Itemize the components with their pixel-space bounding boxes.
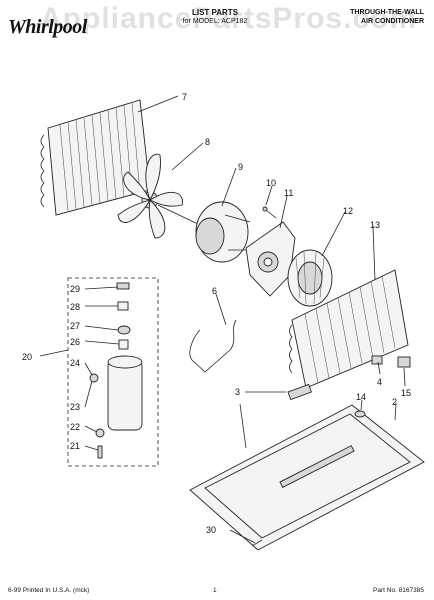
wire-bracket	[189, 319, 237, 373]
motor-bracket	[245, 221, 296, 297]
fan-blade	[117, 153, 183, 239]
callout-13: 13	[370, 220, 380, 230]
title-block: LIST PARTS for MODEL: ACP182	[160, 8, 270, 26]
callout-24: 24	[70, 358, 80, 368]
leader-lines	[39, 95, 406, 544]
callout-29: 29	[70, 284, 80, 294]
callout-6: 6	[212, 286, 217, 296]
callout-23: 23	[70, 402, 80, 412]
callout-15: 15	[401, 388, 411, 398]
callout-7: 7	[182, 92, 187, 102]
screw	[262, 206, 277, 219]
callout-numbers: 7 8 9 10 11 12 13 6 3 2 4 15 14 30 20 29…	[22, 92, 411, 535]
callout-20: 20	[22, 352, 32, 362]
callout-22: 22	[70, 422, 80, 432]
product-line-2: AIR CONDITIONER	[361, 18, 424, 25]
compressor-group-box	[67, 277, 159, 467]
page-number: 1	[213, 587, 217, 594]
compressor-assembly	[89, 282, 143, 459]
callout-26: 26	[70, 337, 80, 347]
callout-30: 30	[206, 525, 216, 535]
base-pan	[189, 383, 425, 551]
callout-2: 2	[392, 397, 397, 407]
watermark: AppliancePartsPros.com	[40, 2, 418, 35]
callout-28: 28	[70, 302, 80, 312]
product-line-1: THROUGH-THE-WALL	[350, 9, 424, 16]
callout-4: 4	[377, 377, 382, 387]
fan-motor	[195, 201, 252, 263]
brand-logo: Whirlpool	[8, 16, 87, 38]
evaporator-coil	[289, 269, 409, 389]
clip-15	[397, 356, 411, 368]
callout-9: 9	[238, 162, 243, 172]
callout-8: 8	[205, 137, 210, 147]
clip-4	[371, 355, 383, 365]
condenser-fins	[59, 102, 141, 212]
print-info: 6-99 Printed In U.S.A. (mck)	[8, 587, 90, 594]
callout-3: 3	[235, 387, 240, 397]
callout-10: 10	[266, 178, 276, 188]
callout-11: 11	[284, 188, 293, 198]
screw-30	[251, 539, 263, 547]
blower-wheel	[287, 249, 333, 307]
callout-21: 21	[70, 441, 80, 451]
part-number: Part No. 8167385	[373, 587, 424, 594]
callout-14: 14	[356, 392, 366, 402]
callout-27: 27	[70, 321, 80, 331]
callout-12: 12	[343, 206, 353, 216]
condenser-coil	[40, 99, 151, 216]
title-line-2: for MODEL: ACP182	[182, 18, 248, 25]
motor-shaft	[157, 204, 201, 226]
product-type: THROUGH-THE-WALL AIR CONDITIONER	[350, 8, 424, 26]
title-line-1: LIST PARTS	[191, 8, 239, 17]
